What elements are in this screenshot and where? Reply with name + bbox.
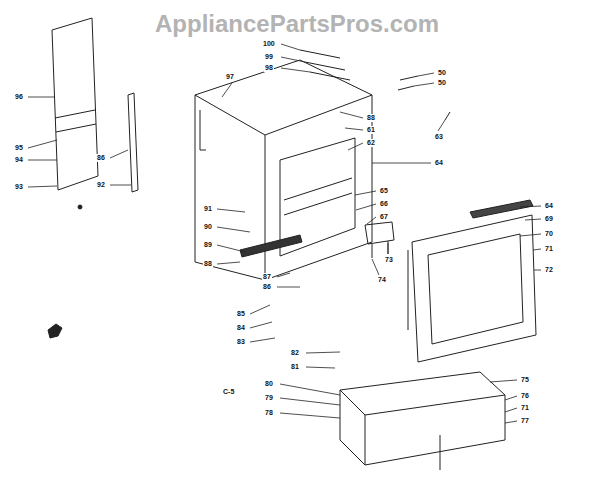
door-window <box>428 234 523 344</box>
callout-number: 63 <box>434 133 444 141</box>
callout-number: 66 <box>379 200 389 208</box>
callout-number: 79 <box>264 394 274 402</box>
door-handle <box>470 200 533 218</box>
callout-number: 91 <box>203 205 213 213</box>
callout-number: 98 <box>264 64 274 72</box>
callout-number: 77 <box>520 417 530 425</box>
callout-number: 82 <box>290 349 300 357</box>
trim-strip <box>128 93 138 192</box>
drawer-front <box>365 395 505 465</box>
oven-door <box>412 215 536 362</box>
callout-number: 88 <box>366 114 376 122</box>
callout-number: 64 <box>544 202 554 210</box>
trim-bar <box>300 50 340 58</box>
screw <box>398 86 414 90</box>
drawer-top <box>340 372 505 415</box>
hinge <box>200 110 206 150</box>
pin <box>445 112 450 120</box>
callout-number: 95 <box>14 144 24 152</box>
callout-number: 70 <box>544 230 554 238</box>
drawer-side <box>340 390 365 465</box>
callout-number: 69 <box>544 215 554 223</box>
burner-rail <box>240 235 302 257</box>
callout-number: 90 <box>203 223 213 231</box>
loose-screw <box>78 205 82 209</box>
callout-number: 76 <box>520 392 530 400</box>
drawer-leg <box>440 435 441 470</box>
callout-number: 71 <box>544 245 554 253</box>
callout-number: 75 <box>520 376 530 384</box>
callout-number: 86 <box>96 154 106 162</box>
callout-number: 93 <box>14 183 24 191</box>
callout-number: 96 <box>14 93 24 101</box>
bracket-leg <box>372 244 373 258</box>
side-panel <box>52 18 98 190</box>
callout-number: 74 <box>377 276 387 284</box>
oven-rack <box>284 193 352 215</box>
callout-number: 99 <box>264 53 274 61</box>
callout-number: 67 <box>379 213 389 221</box>
callout-number: 100 <box>262 40 276 48</box>
watermark: AppliancePartsPros.com <box>155 10 439 38</box>
trim-bar <box>305 62 345 70</box>
bracket-leg <box>388 241 389 254</box>
callout-number: 94 <box>14 156 24 164</box>
panel-edge <box>56 124 96 132</box>
leader-lines <box>28 44 541 423</box>
callout-number: 88 <box>203 260 213 268</box>
callout-number: 50 <box>437 79 447 87</box>
callout-number: 73 <box>384 256 394 264</box>
panel-edge <box>55 110 95 118</box>
loose-part <box>48 324 62 338</box>
callout-number: 92 <box>96 181 106 189</box>
callout-number: 72 <box>544 266 554 274</box>
callout-number: 65 <box>379 187 389 195</box>
top-panel <box>195 60 372 135</box>
callout-number: 89 <box>203 241 213 249</box>
callout-number: 97 <box>225 73 235 81</box>
callout-number: 78 <box>264 409 274 417</box>
door-seal <box>408 250 409 330</box>
trim-bar <box>310 72 350 80</box>
callout-number: 64 <box>434 159 444 167</box>
callout-number: 62 <box>366 139 376 147</box>
callout-number: 80 <box>264 380 274 388</box>
body-front <box>265 95 372 280</box>
callout-number: 61 <box>366 126 376 134</box>
callout-number: 81 <box>290 363 300 371</box>
bracket <box>365 222 394 244</box>
callout-number: 50 <box>437 69 447 77</box>
callout-number: 71 <box>520 404 530 412</box>
figure-code: C-5 <box>222 388 235 396</box>
callout-number: 86 <box>262 283 272 291</box>
callout-number: 84 <box>236 324 246 332</box>
callout-number: 85 <box>236 310 246 318</box>
screw <box>400 76 418 80</box>
callout-number: 83 <box>236 338 246 346</box>
callout-number: 87 <box>262 273 272 281</box>
